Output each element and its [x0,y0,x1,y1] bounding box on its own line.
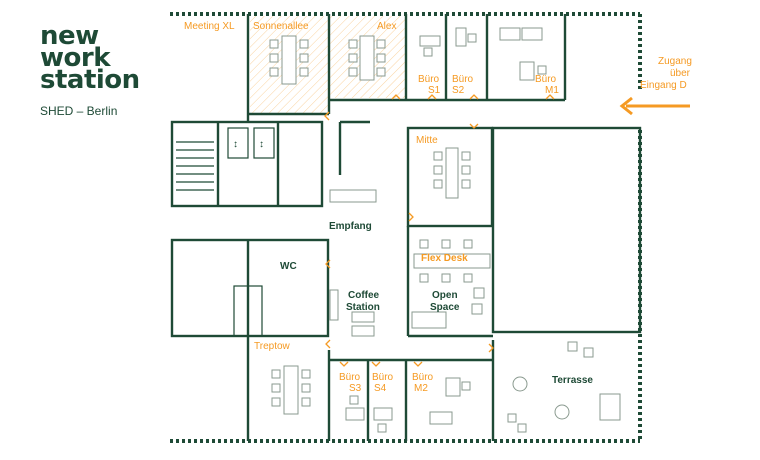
door-markers [324,94,555,367]
location-subtitle: SHED – Berlin [40,104,118,118]
room-mitte[interactable]: Mitte [416,135,438,146]
room-sonnenallee[interactable]: Sonnenallee [253,21,309,32]
room-flex-desk[interactable]: Flex Desk [421,253,468,264]
room-buero-s2-b[interactable]: S2 [452,85,465,96]
entrance-label-1: Zugang [658,56,692,67]
elevator-icon: ↕ [259,139,264,150]
room-buero-m1-a[interactable]: Büro [535,74,557,85]
elevator-icon: ↕ [233,139,238,150]
room-buero-m2-a[interactable]: Büro [412,372,434,383]
elevator-left [227,127,249,159]
room-empfang: Empfang [329,221,372,232]
walls [170,14,642,441]
room-treptow[interactable]: Treptow [254,341,291,352]
room-wc: WC [280,261,297,272]
room-buero-s4-a[interactable]: Büro [372,372,394,383]
room-coffee-a: Coffee [348,290,380,301]
room-coffee-b: Station [346,302,380,313]
room-buero-s1-b[interactable]: S1 [428,85,441,96]
staircase [176,141,214,191]
room-buero-s4-b[interactable]: S4 [374,383,387,394]
entrance-label-3: Eingang D [640,80,687,91]
brand-line-new: new [40,21,99,51]
room-terrasse: Terrasse [552,375,593,386]
brand-line-station: station [40,65,140,95]
elevator-right [253,127,275,159]
entrance-arrow-icon [619,96,690,116]
reception-desk [329,189,377,203]
room-buero-m1-b[interactable]: M1 [545,85,559,96]
room-buero-s3-b[interactable]: S3 [349,383,362,394]
furniture [269,27,621,433]
room-buero-s3-a[interactable]: Büro [339,372,361,383]
room-buero-s1-a[interactable]: Büro [418,74,440,85]
room-alex[interactable]: Alex [377,21,396,32]
brand-line-work: work [40,43,110,73]
brand-logo: new work station [40,21,140,95]
room-open-b: Space [430,302,460,313]
room-meeting-xl[interactable]: Meeting XL [184,21,235,32]
entrance-label-2: über [670,68,691,79]
room-buero-s2-a[interactable]: Büro [452,74,474,85]
room-open-a: Open [432,290,458,301]
room-buero-m2-b[interactable]: M2 [414,383,428,394]
